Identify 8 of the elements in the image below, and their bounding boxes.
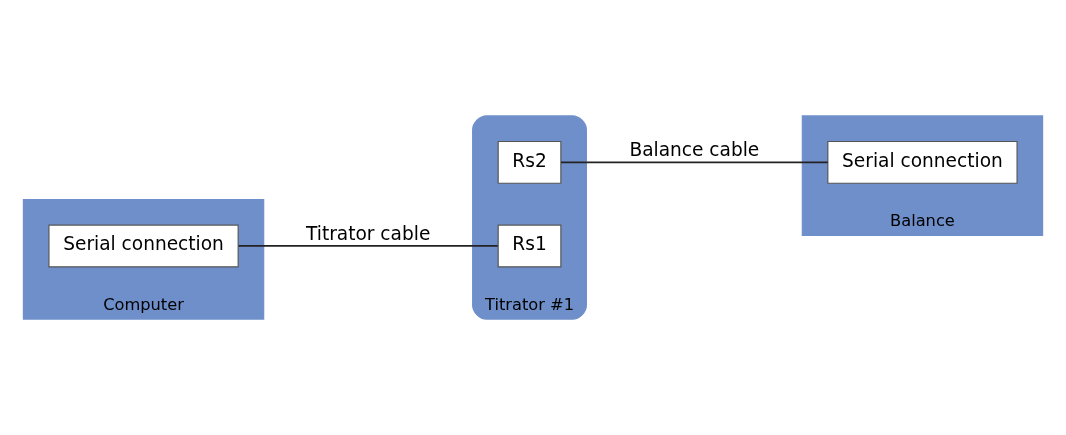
edge-label: Titrator cable bbox=[306, 222, 431, 244]
connector bbox=[560, 161, 829, 164]
node-box: Serial connection bbox=[48, 224, 239, 268]
edge-label: Balance cable bbox=[629, 139, 760, 161]
node-box: Rs2 bbox=[497, 140, 562, 184]
node-box: Rs1 bbox=[497, 224, 562, 268]
node-box: Serial connection bbox=[827, 140, 1018, 184]
connector bbox=[237, 245, 499, 247]
